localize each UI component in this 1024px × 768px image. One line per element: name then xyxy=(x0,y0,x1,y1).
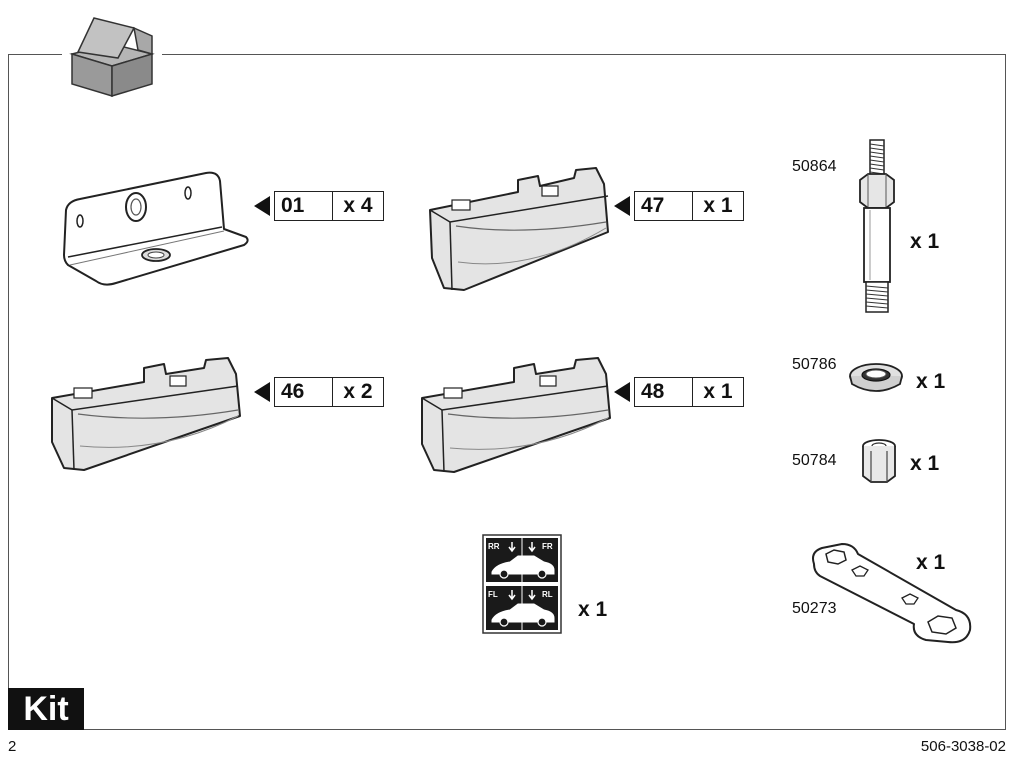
hardware-code-50273: 50273 xyxy=(792,600,837,617)
foot-pad-48-illustration xyxy=(421,357,611,473)
callout-part-46: 46 x 2 xyxy=(254,376,384,408)
callout-cells: 47 x 1 xyxy=(634,191,744,221)
part-number: 47 xyxy=(635,192,693,220)
part-number: 48 xyxy=(635,378,693,406)
hardware-qty-50784: x 1 xyxy=(910,452,940,475)
foot-pad-46-illustration xyxy=(51,357,241,471)
pointer-arrow-icon xyxy=(254,382,270,402)
part-quantity: x 1 xyxy=(703,194,733,217)
hardware-code-50784: 50784 xyxy=(792,452,837,469)
hardware-code-50864: 50864 xyxy=(792,158,837,175)
sticker-qty: x 1 xyxy=(578,598,608,621)
document-code: 506-3038-02 xyxy=(920,738,1006,755)
pointer-arrow-icon xyxy=(254,196,270,216)
wrench-illustration xyxy=(812,543,972,644)
callout-cells: 01 x 4 xyxy=(274,191,384,221)
hardware-qty-50864: x 1 xyxy=(910,230,940,253)
part-quantity: x 2 xyxy=(343,380,373,403)
foot-pad-47-illustration xyxy=(429,167,609,291)
position-sticker-illustration: RR FR FL RL xyxy=(482,534,562,634)
callout-part-01: 01 x 4 xyxy=(254,190,384,222)
page-frame xyxy=(8,54,1006,730)
bracket-01-illustration xyxy=(63,171,249,286)
part-number: 01 xyxy=(275,192,333,220)
sticker-label-top-left: RR xyxy=(488,542,500,551)
sticker-label-bottom-right: RL xyxy=(542,590,553,599)
hex-nut-illustration xyxy=(862,439,896,483)
callout-part-47: 47 x 1 xyxy=(614,190,744,222)
part-quantity: x 4 xyxy=(343,194,373,217)
callout-cells: 48 x 1 xyxy=(634,377,744,407)
hardware-qty-50786: x 1 xyxy=(916,370,946,393)
callout-cells: 46 x 2 xyxy=(274,377,384,407)
threaded-stud-illustration xyxy=(859,139,895,313)
box-icon xyxy=(69,17,155,98)
part-number: 46 xyxy=(275,378,333,406)
sticker-label-bottom-left: FL xyxy=(488,590,498,599)
part-quantity: x 1 xyxy=(703,380,733,403)
hardware-qty-50273: x 1 xyxy=(916,551,946,574)
pointer-arrow-icon xyxy=(614,196,630,216)
page-number: 2 xyxy=(8,738,17,755)
hardware-code-50786: 50786 xyxy=(792,356,837,373)
pointer-arrow-icon xyxy=(614,382,630,402)
callout-part-48: 48 x 1 xyxy=(614,376,744,408)
kit-badge: Kit xyxy=(8,688,84,730)
sticker-label-top-right: FR xyxy=(542,542,553,551)
washer-illustration xyxy=(849,363,903,392)
